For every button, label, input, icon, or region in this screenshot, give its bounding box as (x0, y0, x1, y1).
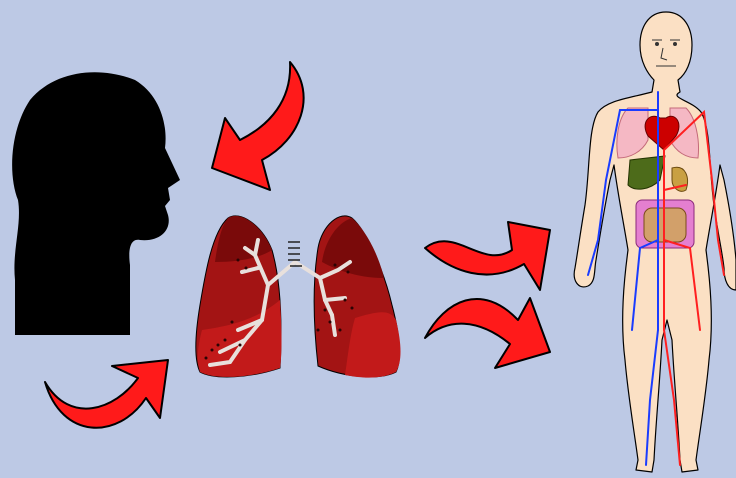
arrow-into-lungs (45, 360, 168, 428)
curved-arrow-icon (212, 62, 304, 190)
arrow-lower-to-body (425, 298, 550, 368)
curved-arrow-icon (425, 222, 550, 290)
arrow-into-head (212, 62, 304, 190)
arrow-upper-to-body (425, 222, 550, 290)
lungs-icon (196, 216, 401, 378)
curved-arrow-icon (425, 298, 550, 368)
human-body-circulation-icon (574, 12, 736, 472)
curved-arrow-icon (45, 360, 168, 428)
head-silhouette-icon (12, 72, 180, 335)
